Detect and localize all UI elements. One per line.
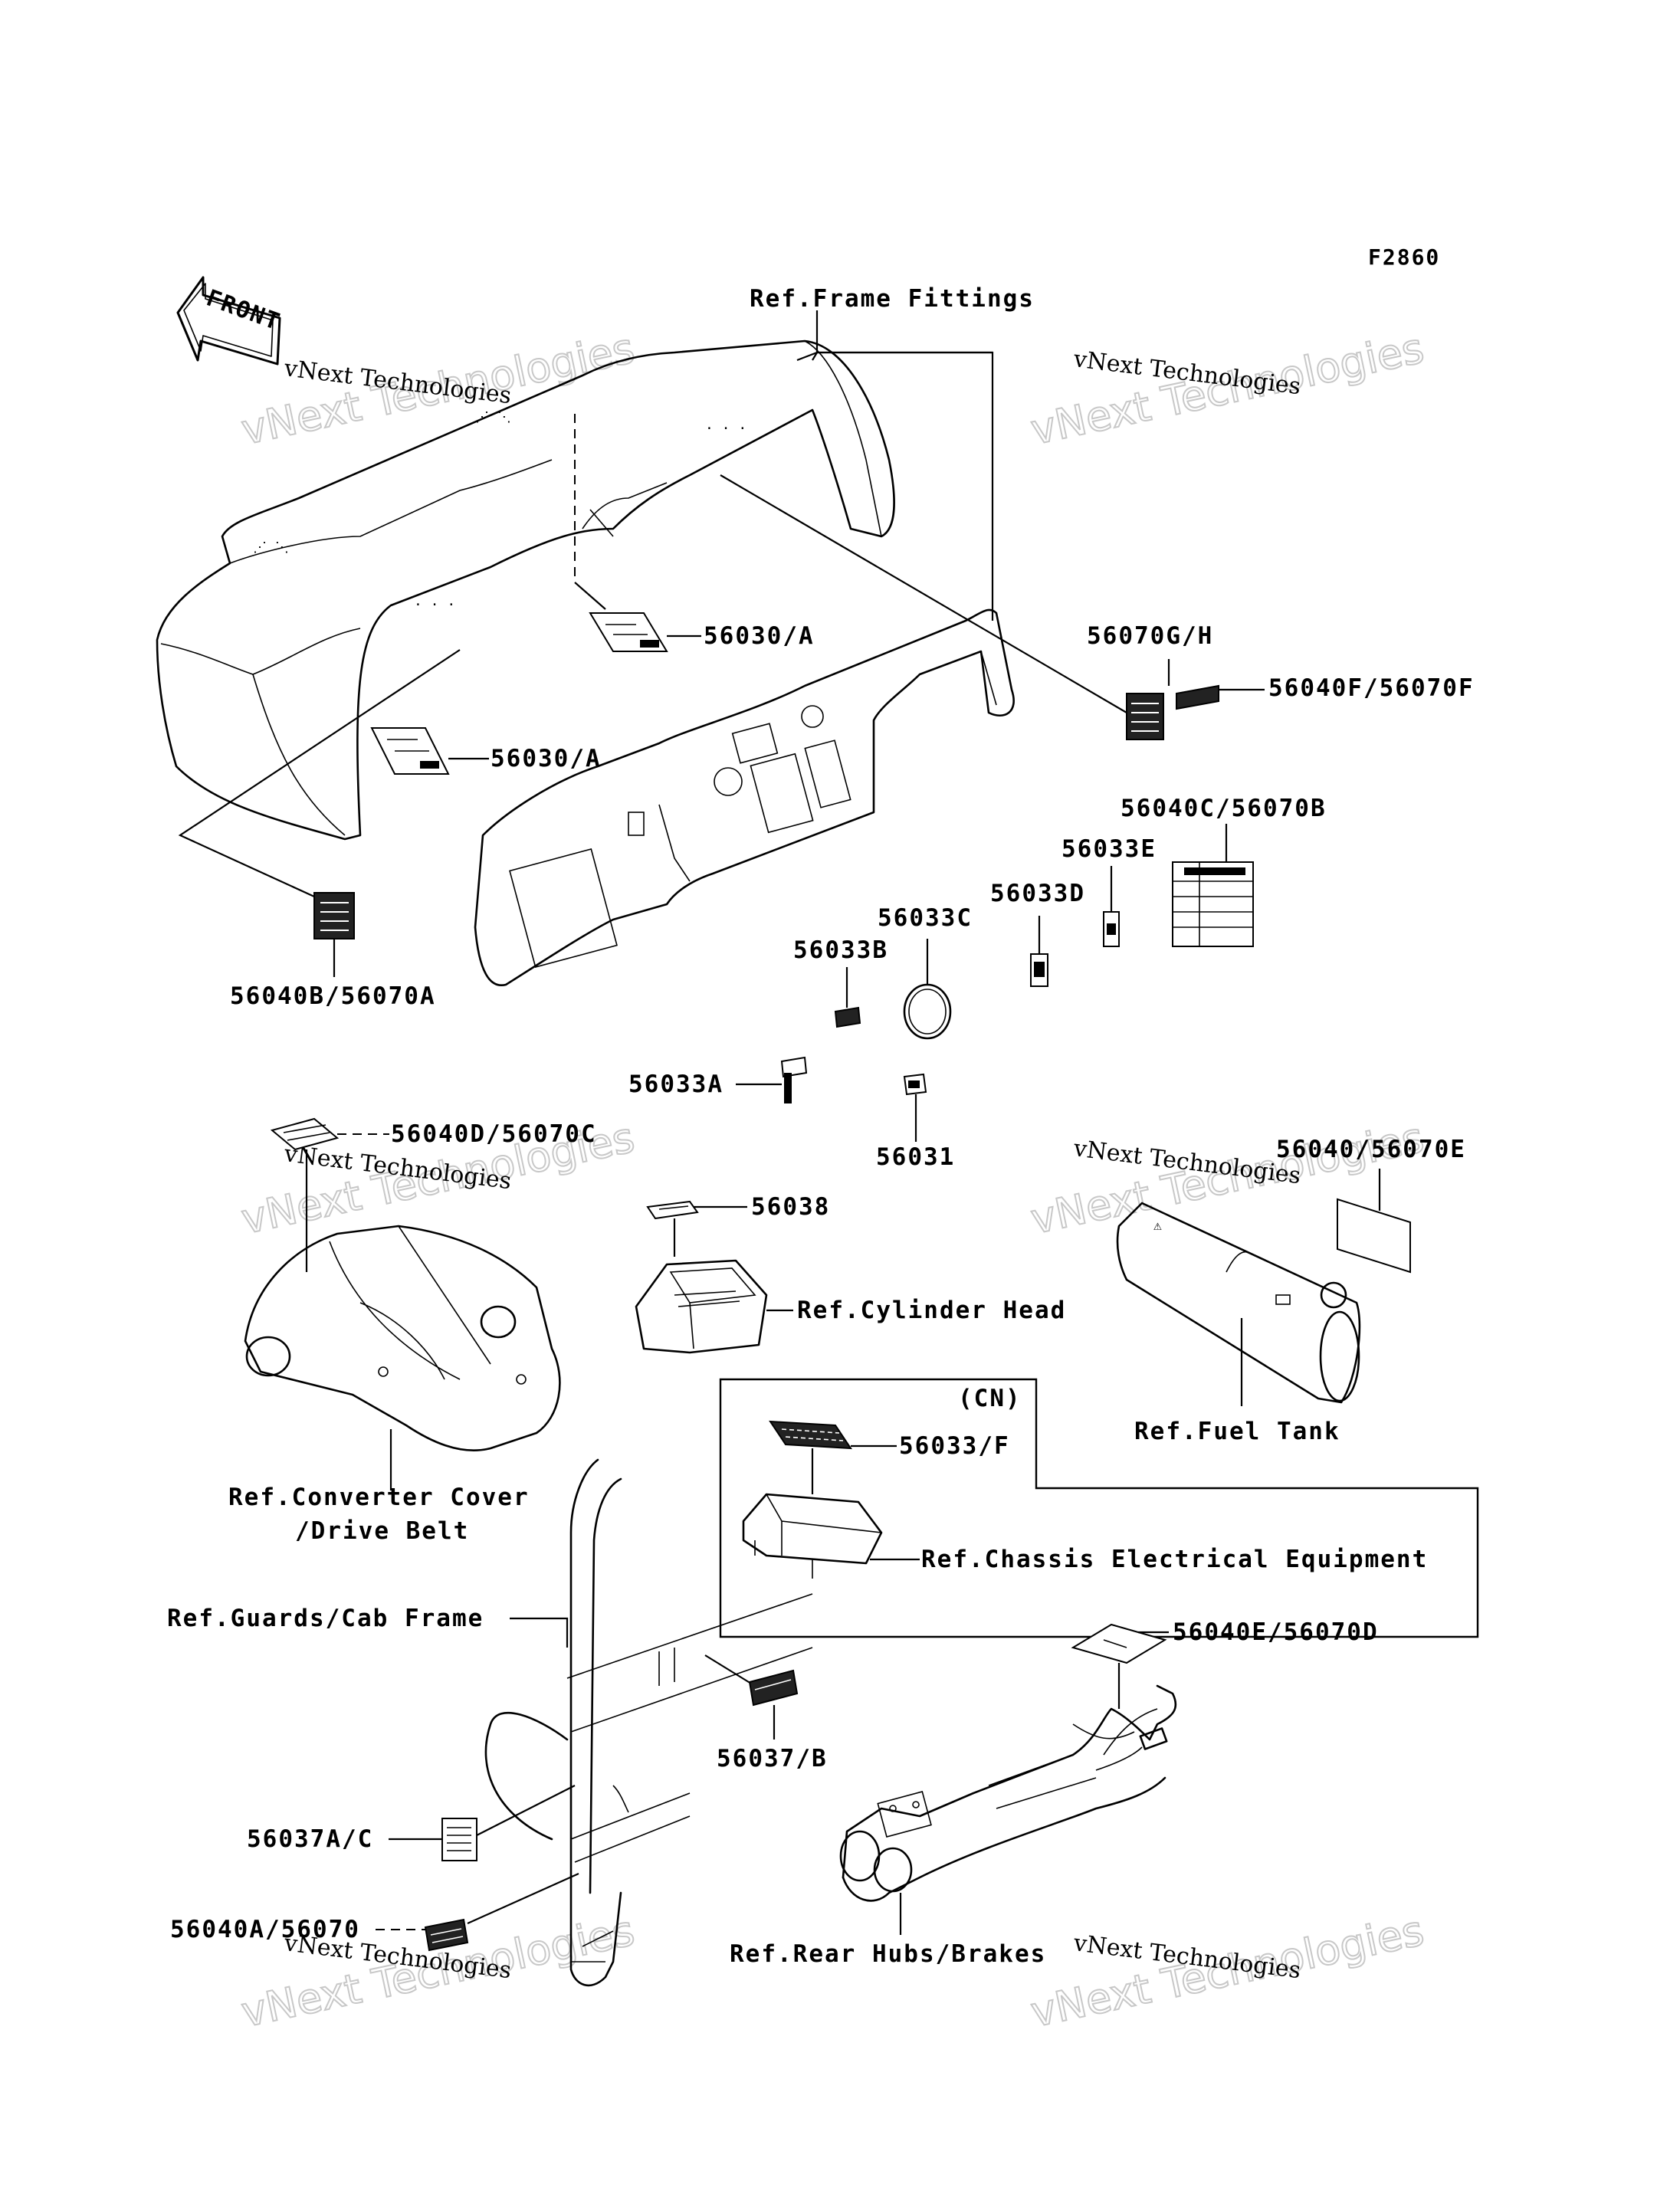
- label-56070gh: 56070G/H: [1087, 622, 1213, 650]
- label-ref-cylinder-head: Ref.Cylinder Head: [797, 1297, 1066, 1324]
- label-56038: 56038: [751, 1193, 830, 1221]
- svg-text:⋰ ⋱: ⋰ ⋱: [475, 409, 511, 425]
- label-56030a-bottom: 56030/A: [491, 745, 602, 772]
- decal-56037b: [748, 1669, 799, 1707]
- converter-cover: [244, 1225, 561, 1451]
- decal-56038: [646, 1200, 699, 1220]
- guards-cab-frame: [484, 1458, 813, 1987]
- fuel-tank: ⚠: [1116, 1202, 1361, 1404]
- label-ref-chassis-electrical: Ref.Chassis Electrical Equipment: [921, 1546, 1428, 1573]
- label-56031: 56031: [876, 1143, 955, 1171]
- decal-56033f: [769, 1420, 852, 1450]
- rear-hub-arm: [839, 1684, 1177, 1902]
- decal-56030a-bottom: [370, 727, 450, 775]
- frame-panel: [474, 608, 1015, 987]
- cargo-bed: ⋰ ⋱ · · · ⋰ ⋱ · · ·: [156, 339, 895, 841]
- decal-56033b: [834, 1006, 861, 1028]
- decal-56033c: [903, 983, 952, 1040]
- label-56033c: 56033C: [878, 904, 973, 932]
- leader-56037ac-frame: [476, 1785, 576, 1836]
- label-56040f-56070f: 56040F/56070F: [1268, 674, 1475, 702]
- cylinder-head: [635, 1259, 768, 1354]
- label-56033f: 56033/F: [899, 1432, 1010, 1460]
- watermarks: vNext Technologies vNext Technologies vN…: [237, 323, 1429, 2038]
- label-ref-converter-cover: Ref.Converter Cover: [228, 1484, 530, 1511]
- label-ref-frame-fittings: Ref.Frame Fittings: [750, 285, 1035, 313]
- decal-56040e-56070d: [1071, 1623, 1167, 1664]
- leader-56037b-frame: [704, 1654, 756, 1687]
- svg-text:⋰ ⋱: ⋰ ⋱: [253, 539, 289, 556]
- label-56033b: 56033B: [793, 936, 888, 964]
- label-56040a-56070: 56040A/56070: [170, 1916, 360, 1943]
- svg-text:· · ·: · · ·: [705, 421, 746, 437]
- decal-56070gh: [1126, 693, 1164, 740]
- label-cn: (CN): [958, 1385, 1022, 1412]
- decal-56040d-56070c: [270, 1117, 340, 1151]
- label-56037ac: 56037A/C: [247, 1825, 373, 1853]
- label-ref-drive-belt: /Drive Belt: [295, 1517, 469, 1545]
- label-56040c-56070b: 56040C/56070B: [1121, 795, 1327, 822]
- label-56040-56070e: 56040/56070E: [1276, 1136, 1466, 1163]
- leader-guards-cab-frame: [510, 1617, 569, 1648]
- leader-56030a-top-decal: [574, 582, 606, 610]
- label-56040e-56070d: 56040E/56070D: [1173, 1618, 1379, 1646]
- decal-56037ac: [441, 1818, 477, 1861]
- label-ref-fuel-tank: Ref.Fuel Tank: [1134, 1418, 1340, 1445]
- label-ref-guards-cab-frame: Ref.Guards/Cab Frame: [167, 1605, 484, 1632]
- label-56040b-56070a: 56040B/56070A: [230, 982, 436, 1010]
- diagram-code: F2860: [1368, 244, 1440, 270]
- decal-56040-56070e: [1337, 1198, 1411, 1274]
- decal-56040c-56070b: [1172, 861, 1254, 947]
- frame-fittings-leader: [796, 310, 994, 621]
- cn-box: [719, 1378, 1479, 1638]
- label-ref-rear-hubs-brakes: Ref.Rear Hubs/Brakes: [730, 1940, 1046, 1968]
- front-arrow-icon: FRONT: [176, 276, 284, 366]
- label-56040d-56070c: 56040D/56070C: [391, 1120, 597, 1148]
- decal-56033e: [1103, 911, 1120, 947]
- label-56037b: 56037/B: [717, 1745, 828, 1772]
- decal-56040a-56070: [424, 1918, 469, 1952]
- svg-text:· · ·: · · ·: [414, 597, 455, 613]
- leader-56040a-frame: [467, 1872, 579, 1925]
- decal-56031: [903, 1073, 927, 1096]
- decal-56040b-56070a: [313, 892, 355, 939]
- label-56033a: 56033A: [628, 1071, 724, 1098]
- chassis-electrical-unit: [742, 1493, 883, 1579]
- label-56033d: 56033D: [990, 880, 1085, 907]
- label-56033e: 56033E: [1061, 835, 1157, 863]
- svg-text:⚠: ⚠: [1153, 1218, 1162, 1234]
- label-56030a-top: 56030/A: [704, 622, 815, 650]
- leader-56070gh: [720, 474, 1127, 713]
- decal-56040f-56070f: [1176, 684, 1219, 710]
- leader-56040b-bed: [178, 649, 461, 898]
- decal-56030a-top: [589, 612, 668, 652]
- decal-56033d: [1030, 953, 1048, 987]
- decal-56033a: [780, 1056, 808, 1103]
